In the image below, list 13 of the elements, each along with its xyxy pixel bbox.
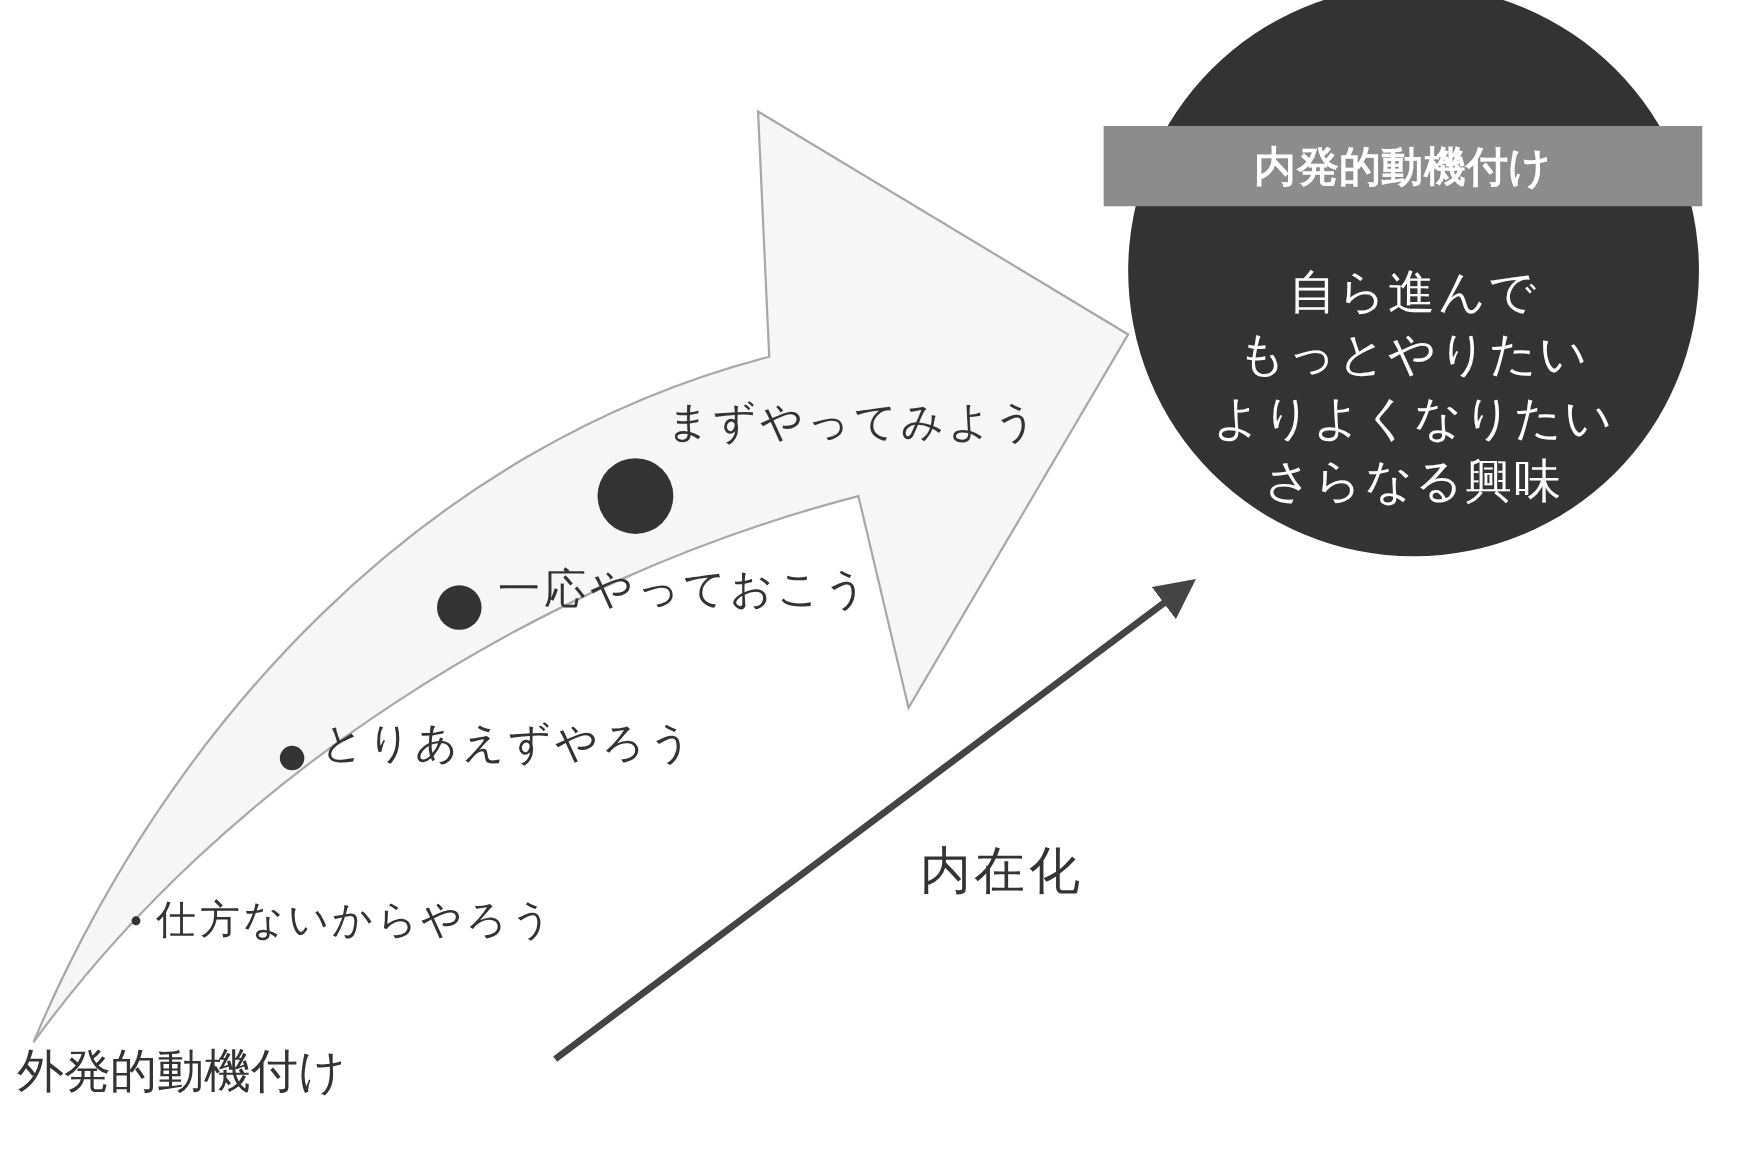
stage-label: とりあえずやろう: [321, 719, 696, 768]
curved-block-arrow: [32, 110, 1130, 1044]
arrow-label: 内在化: [919, 842, 1084, 902]
circle-text: よりよくなりたい: [1211, 390, 1616, 446]
heading-band: 内発的動機付け: [1103, 125, 1703, 207]
stage-label: 一応やっておこう: [498, 565, 871, 615]
goal-circle: [1103, 0, 1703, 558]
circle-text: さらなる興味: [1263, 453, 1564, 510]
start-label: 外発的動機付け: [16, 1044, 346, 1099]
stage-label: 仕方ないからやろう: [156, 896, 556, 943]
circle-text: 自ら進んで: [1288, 264, 1539, 320]
stage-label: まずやってみよう: [666, 398, 1042, 447]
circle-text: もっとやりたい: [1237, 326, 1591, 383]
